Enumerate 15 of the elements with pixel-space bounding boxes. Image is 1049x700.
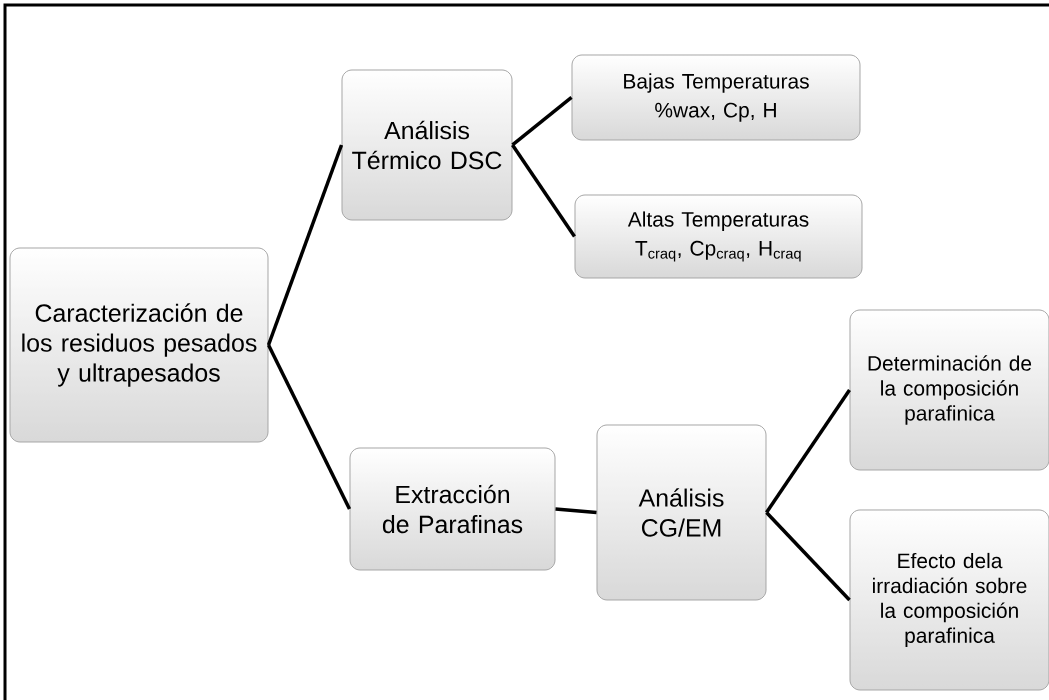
connector-line: [765, 511, 851, 602]
process-box: Determinación de la composición parafinica: [849, 309, 1049, 471]
process-box: Altas Temperaturas T$_{craq}$, Cp$_{craq}$, H$_{craq}$: [574, 194, 863, 279]
process-box: Efecto dela irradiación sobre la composición parafinica: [849, 509, 1049, 691]
connector-line: [266, 344, 352, 510]
connector-line: [511, 144, 576, 238]
process-box: Bajas Temperaturas %wax, Cp, H: [571, 54, 861, 141]
process-box: Caracterización de los residuos pesados y ultrapesados: [9, 247, 269, 443]
connector-line: [765, 389, 851, 514]
connector-line: [266, 144, 344, 346]
process-box: Análisis Térmico DSC: [341, 69, 513, 221]
process-box: Extracción de Parafinas: [349, 447, 556, 571]
connector-line: [555, 507, 597, 515]
connector-line: [511, 96, 573, 147]
process-box: Análisis CG/EM: [596, 424, 767, 601]
